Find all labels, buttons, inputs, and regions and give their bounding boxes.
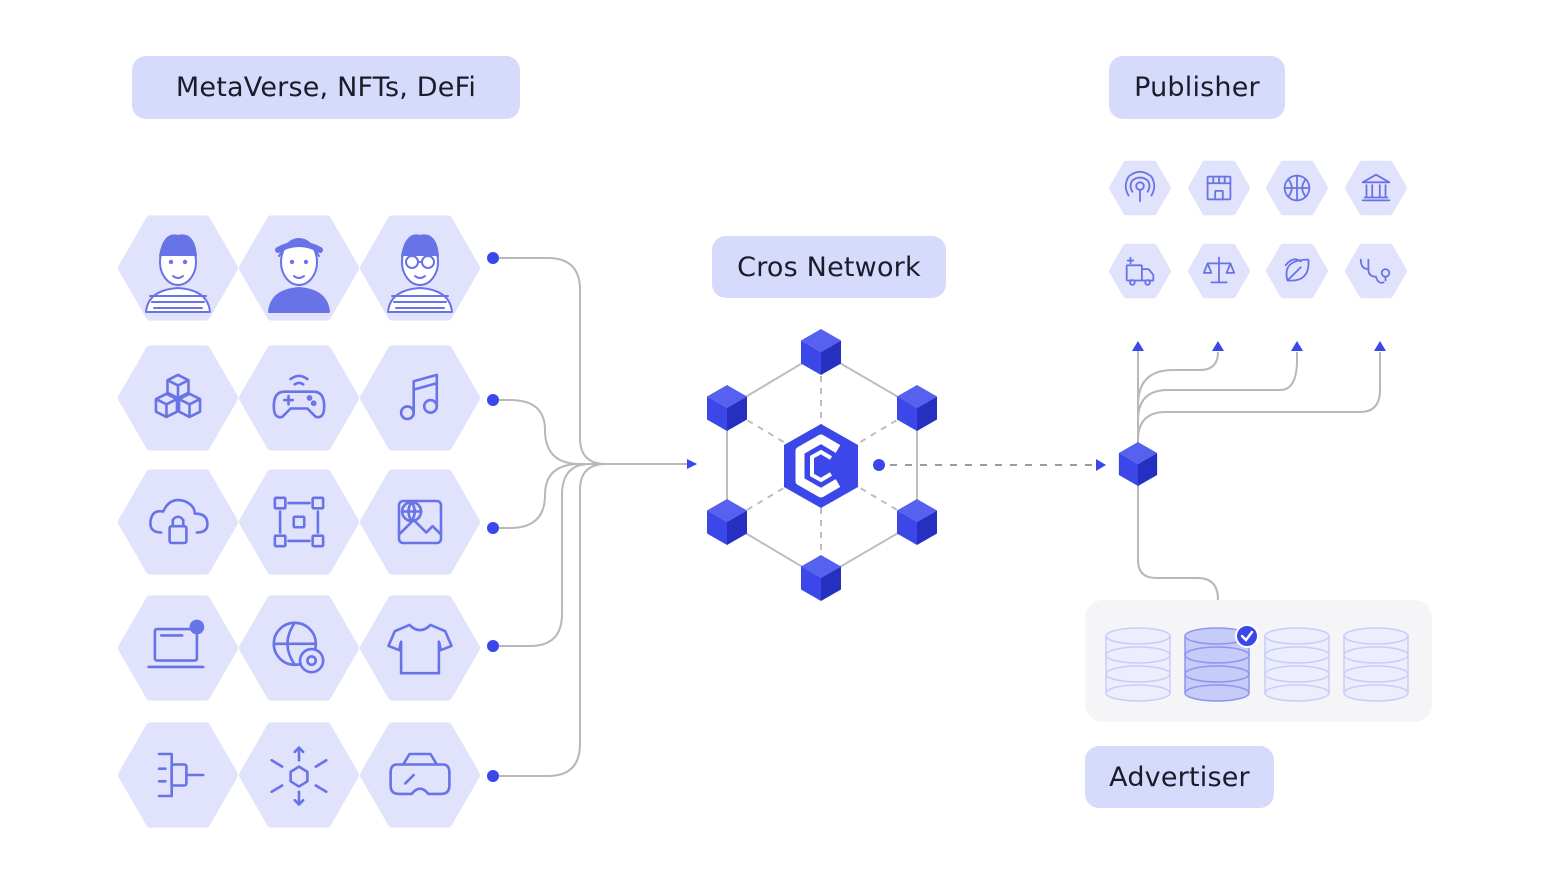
store-icon [1206,175,1232,201]
hex-tile [118,722,238,828]
network-node-icon [896,499,938,545]
laptop-icon [147,619,205,669]
hub-node-icon [1118,442,1158,486]
cros-network-graph [706,329,1106,601]
icon-cell [118,215,238,321]
left-connectors [493,257,697,777]
icon-cell [360,469,480,575]
publisher-cell [1109,160,1171,216]
hex-tile [360,595,480,701]
hex-tile [360,345,480,451]
publisher-cell [1266,243,1328,299]
metaverse-label: MetaVerse, NFTs, DeFi [132,56,520,119]
network-node-icon [706,385,748,431]
icon-cell [118,469,238,575]
database-icon [1264,627,1330,702]
network-node-icon [800,329,842,375]
hex-tile [1345,160,1407,216]
publisher-arrows [1132,341,1386,623]
icon-cell [360,595,480,701]
cros-logo-icon [784,424,858,508]
icon-cell [239,722,359,828]
network-node-icon [896,385,938,431]
network-node-icon [800,555,842,601]
avatar-glasses-icon [387,234,453,313]
globe-image-icon [397,499,443,545]
publisher-label: Publisher [1109,56,1285,119]
publisher-cell [1345,243,1407,299]
database-icon [1105,627,1171,702]
hex-tile [1109,243,1171,299]
avatar-woman-icon [268,238,330,313]
hex-tile [239,722,359,828]
network-node-icon [706,499,748,545]
cloud-lock-icon [149,498,209,545]
output-dot [873,459,885,471]
publisher-cell [1109,243,1171,299]
hex-tile [239,595,359,701]
gamepad-icon [272,374,326,419]
icon-cell [360,215,480,321]
publisher-cell [1188,243,1250,299]
icon-cell [360,722,480,828]
hex-tile [360,722,480,828]
icon-cell [118,595,238,701]
leaf-icon [1284,258,1310,282]
publisher-connectors [1137,350,1381,612]
avatar-man-icon [145,234,211,313]
ar-cube-icon [270,746,328,806]
hex-tile [1188,160,1250,216]
bank-icon [1361,173,1391,202]
podcast-icon [1124,170,1156,203]
blocks-icon [154,373,202,419]
hex-tile [239,469,359,575]
publisher-icon-grid [1109,160,1407,299]
connector-dot [487,640,499,652]
connector-dot [487,522,499,534]
icon-cell [239,215,359,321]
hex-tile [360,469,480,575]
hex-tile [239,345,359,451]
icon-cell [239,345,359,451]
scales-icon [1202,256,1236,284]
globe-settings-icon [272,621,325,674]
hex-tile [1109,160,1171,216]
icon-cell [118,722,238,828]
icon-cell [239,469,359,575]
tshirt-icon [387,623,453,675]
connector-dot [487,252,499,264]
icon-cell [239,595,359,701]
network-cubes-icon [273,496,325,548]
advertiser-label: Advertiser [1085,746,1274,808]
delivery-truck-icon [1125,256,1155,286]
icon-cell [118,345,238,451]
advertiser-databases [1105,624,1409,702]
connector-dots [487,252,499,782]
cros-network-label: Cros Network [712,236,946,298]
connector-icon [157,752,205,798]
verified-check-icon [1235,624,1259,648]
connector-dot [487,394,499,406]
left-icon-grid [118,215,480,828]
stethoscope-icon [1359,258,1391,284]
hex-tile [118,595,238,701]
basketball-icon [1283,174,1311,202]
icon-cell [360,345,480,451]
hex-tile [118,469,238,575]
music-icon [399,373,439,421]
publisher-cell [1266,160,1328,216]
publisher-cell [1345,160,1407,216]
hex-tile [1345,243,1407,299]
vr-headset-icon [389,752,451,796]
database-icon [1343,627,1409,702]
publisher-cell [1188,160,1250,216]
database-icon [1184,624,1259,702]
connector-dot [487,770,499,782]
